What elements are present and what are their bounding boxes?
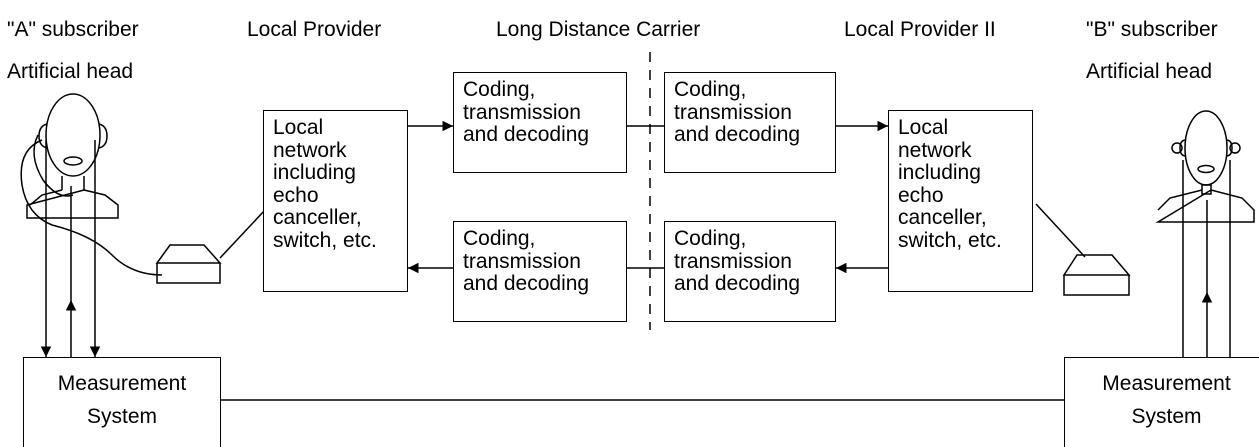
measurement-system-a-box: Measurement System <box>23 357 221 447</box>
codec-bottom-right-text: Coding, transmission and decoding <box>674 227 801 295</box>
codec-top-right-box: Coding, transmission and decoding <box>664 72 836 173</box>
a-artificial-head-label: Artificial head <box>7 60 134 83</box>
b-subscriber-label: "B" subscriber <box>1086 18 1218 41</box>
local-provider-label: Local Provider <box>247 18 382 41</box>
codec-bottom-right-box: Coding, transmission and decoding <box>664 221 836 322</box>
telephone-b <box>1035 203 1131 296</box>
long-distance-carrier-label: Long Distance Carrier <box>496 18 701 41</box>
local-network-b-text: Local network including echo canceller, … <box>898 116 1002 252</box>
b-artificial-head-label: Artificial head <box>1086 60 1213 83</box>
local-network-a-text: Local network including echo canceller, … <box>273 116 377 252</box>
codec-top-right-text: Coding, transmission and decoding <box>674 78 801 146</box>
telephone-a <box>155 209 266 284</box>
measurement-system-a-text: Measurement System <box>57 372 187 428</box>
local-network-a-box: Local network including echo canceller, … <box>263 110 408 292</box>
diagram-lines <box>20 52 1255 401</box>
codec-bottom-left-text: Coding, transmission and decoding <box>463 227 590 295</box>
codec-top-left-text: Coding, transmission and decoding <box>463 78 590 146</box>
artificial-head-b <box>1155 110 1255 223</box>
codec-bottom-left-box: Coding, transmission and decoding <box>453 221 627 322</box>
measurement-system-b-text: Measurement System <box>1102 372 1231 428</box>
local-network-b-box: Local network including echo canceller, … <box>888 110 1033 292</box>
artificial-head-a <box>20 93 163 276</box>
local-provider-2-label: Local Provider II <box>844 18 996 41</box>
codec-top-left-box: Coding, transmission and decoding <box>453 72 627 173</box>
measurement-system-b-box: Measurement System <box>1064 357 1259 447</box>
a-subscriber-label: "A" subscriber <box>7 18 139 41</box>
